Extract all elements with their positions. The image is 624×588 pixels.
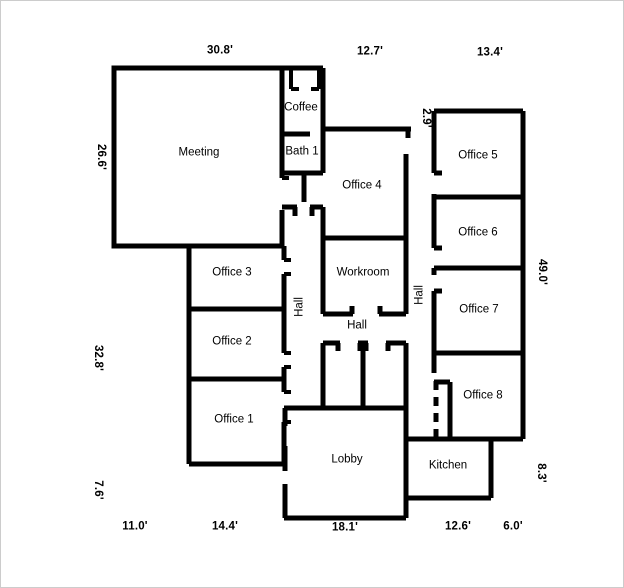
dimension-label-dim-left-meeting: 26.6'	[94, 143, 107, 171]
room-label-hall-center: Hall	[347, 319, 367, 332]
room-label-workroom: Workroom	[336, 266, 390, 279]
dimension-label-dim-right-offices: 49.0'	[535, 258, 548, 286]
room-label-office-8: Office 8	[463, 389, 503, 402]
dimension-label-dim-hall-opening: 2.9'	[419, 108, 432, 128]
walls-offices-5-6-7-8	[431, 108, 526, 439]
room-label-bath-1: Bath 1	[285, 145, 319, 158]
room-label-hall-west: Hall	[293, 297, 306, 317]
dimension-label-dim-right-kitchen: 8.3'	[534, 463, 547, 483]
room-label-office-4: Office 4	[342, 179, 382, 192]
walls-bath2-bath3	[320, 340, 409, 408]
dimension-label-dim-left-offices: 32.8'	[91, 344, 104, 372]
dimension-label-dim-bottom-5: 6.0'	[503, 520, 523, 533]
dimension-label-dim-top-middle: 12.7'	[356, 45, 384, 58]
room-label-office-5: Office 5	[458, 149, 498, 162]
room-label-office-3: Office 3	[212, 266, 252, 279]
walls-office4-workroom	[320, 126, 411, 317]
room-label-kitchen: Kitchen	[428, 459, 468, 472]
dimension-label-dim-top-right: 13.4'	[476, 46, 504, 59]
dimension-label-dim-bottom-1: 11.0'	[122, 520, 148, 533]
dimension-label-dim-top-meeting: 30.8'	[206, 44, 234, 57]
walls-offices-1-2-3	[186, 246, 291, 467]
room-label-office-2: Office 2	[212, 335, 252, 348]
room-label-office-7: Office 7	[459, 303, 499, 316]
walls-kitchen	[406, 436, 523, 501]
room-label-meeting: Meeting	[178, 146, 220, 159]
dimension-label-dim-bottom-4: 12.6'	[444, 520, 472, 533]
dimension-label-dim-left-bottom: 7.6'	[91, 480, 104, 500]
room-label-coffee: Coffee	[284, 101, 318, 114]
room-label-lobby: Lobby	[331, 453, 363, 466]
dimension-label-dim-bottom-2: 14.4'	[211, 520, 239, 533]
room-label-hall-east: Hall	[413, 285, 426, 305]
dimension-label-dim-bottom-3: 18.1'	[331, 521, 359, 534]
room-label-office-6: Office 6	[458, 226, 498, 239]
room-label-office-1: Office 1	[214, 413, 254, 426]
walls-meeting-coffee-bath1	[111, 65, 326, 249]
